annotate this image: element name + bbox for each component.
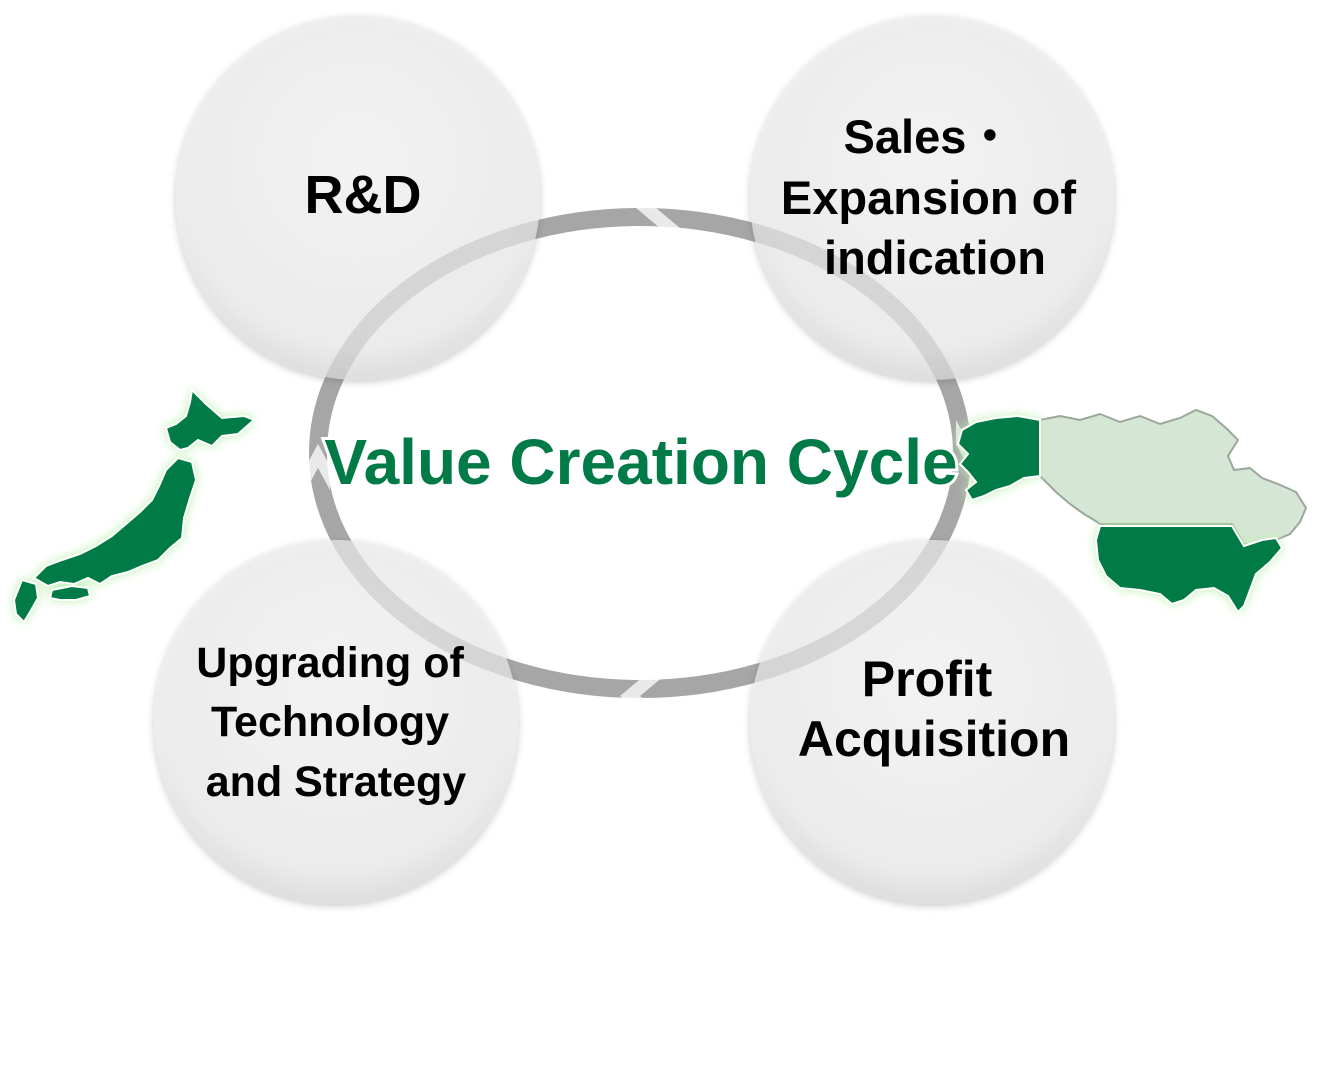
node-profit	[750, 540, 1114, 904]
node-upgrading-line: Technology	[211, 698, 449, 746]
node-sales-line: indication	[824, 231, 1046, 284]
node-sales-line: Sales・	[844, 110, 1014, 163]
node-profit-line: Acquisition	[798, 711, 1070, 767]
node-rd-label: R&D	[305, 165, 422, 225]
node-profit-label: Profit Acquisition	[798, 651, 1070, 767]
node-upgrading-label: Upgrading of Technology and Strategy	[196, 639, 475, 806]
node-upgrading-line: Upgrading of	[196, 639, 464, 687]
node-sales	[750, 16, 1114, 380]
node-rd	[176, 16, 540, 380]
node-profit-line: Profit	[862, 651, 993, 707]
node-upgrading-line: and Strategy	[206, 758, 467, 806]
arrow-bottom-icon	[620, 676, 664, 716]
arrow-left-icon	[306, 444, 330, 490]
node-upgrading	[154, 540, 518, 904]
north-america-map-icon	[956, 408, 1308, 614]
node-rd-line: R&D	[305, 165, 422, 225]
arrow-top-icon	[636, 208, 680, 248]
node-sales-line: Expansion of	[781, 171, 1076, 224]
center-label: Value Creation Cycle	[324, 426, 957, 498]
japan-map-icon	[12, 387, 256, 624]
node-sales-label: Sales・ Expansion of indication	[781, 110, 1089, 284]
